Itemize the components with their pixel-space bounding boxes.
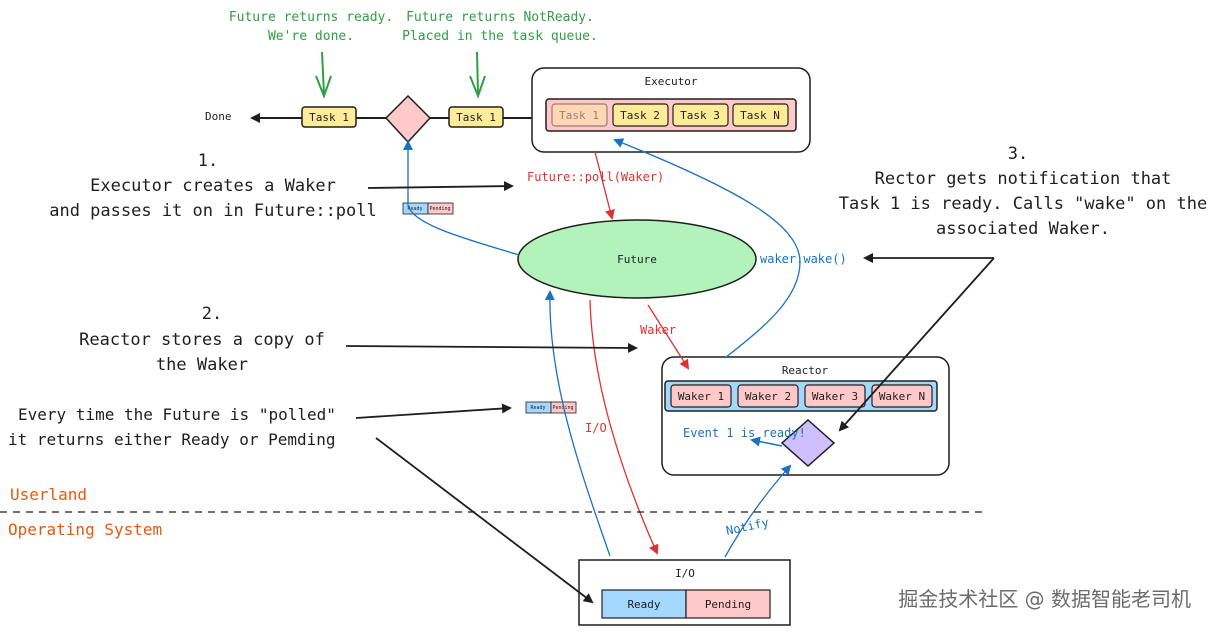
mini-poll-chip-bottom: Ready Pending <box>525 401 577 414</box>
reactor-title: Reactor <box>782 364 829 377</box>
done-label: Done <box>205 110 232 123</box>
svg-text:Waker 3: Waker 3 <box>812 390 858 403</box>
svg-text:Executor creates a Waker: Executor creates a Waker <box>90 176 336 196</box>
userland-label: Userland <box>10 485 87 504</box>
watermark: 掘金技术社区 @ 数据智能老司机 <box>898 587 1191 611</box>
waker-store-arrow <box>647 304 690 370</box>
io-title: I/O <box>675 567 695 580</box>
step-1-note: 1. Executor creates a Waker and passes i… <box>49 151 514 221</box>
io-box: I/O Ready Pending <box>578 559 791 626</box>
poll-arrow <box>594 151 615 220</box>
svg-text:Waker 1: Waker 1 <box>678 390 724 403</box>
executor-task-3: Task 3 <box>672 103 729 127</box>
svg-text:Every time the Future is "poll: Every time the Future is "polled" <box>18 405 336 424</box>
svg-text:and passes it on in Future::po: and passes it on in Future::poll <box>49 201 377 221</box>
annotation-line: Future returns ready. <box>229 10 393 25</box>
io-pending-cell <box>685 589 771 619</box>
waker-list-bar <box>664 380 938 412</box>
svg-text:Rector gets notification that: Rector gets notification that <box>875 169 1172 189</box>
executor-task-n: Task N <box>732 103 789 127</box>
reactor-waker-n: Waker N <box>871 384 933 408</box>
svg-text:Reactor stores a copy of: Reactor stores a copy of <box>79 330 325 350</box>
svg-text:Ready: Ready <box>530 405 545 411</box>
wake-label: waker.wake() <box>760 252 847 266</box>
svg-text:associated Waker.: associated Waker. <box>936 219 1110 239</box>
notify-arrow <box>724 464 792 558</box>
step-2-note: 2. Reactor stores a copy of the Waker <box>79 304 638 375</box>
reactor-waker-2: Waker 2 <box>737 384 799 408</box>
executor-box: Executor Task 1 Task 2 Task 3 Task N <box>531 67 811 153</box>
io-ready-cell <box>601 589 687 619</box>
green-arrow-shaft <box>321 51 325 95</box>
svg-text:Task 3: Task 3 <box>680 109 720 122</box>
task-label: Task 1 <box>456 111 496 124</box>
svg-text:2.: 2. <box>202 304 222 324</box>
svg-text:Task N: Task N <box>740 109 780 122</box>
io-request-arrow <box>589 299 659 555</box>
pipeline-task-done: Task 1 <box>301 106 357 128</box>
svg-text:Task 1 is ready. Calls "wake": Task 1 is ready. Calls "wake" on the <box>839 194 1207 214</box>
svg-text:Task 1: Task 1 <box>559 109 599 122</box>
svg-text:Pending: Pending <box>552 405 573 411</box>
annotation-future-ready: Future returns ready. We're done. <box>229 10 393 99</box>
poll-note: Every time the Future is "polled" it ret… <box>8 403 594 604</box>
annotation-line: Future returns NotReady. <box>406 10 594 25</box>
executor-title: Executor <box>645 75 698 88</box>
step-3-note: 3. Rector gets notification that Task 1 … <box>838 144 1207 432</box>
svg-text:the Waker: the Waker <box>156 355 248 375</box>
future-label: Future <box>617 253 657 266</box>
event-arrow <box>750 436 783 447</box>
os-label: Operating System <box>8 520 162 539</box>
event-label: Event 1 is ready! <box>683 426 806 440</box>
svg-text:it returns either Ready or Pem: it returns either Ready or Pemding <box>8 430 336 449</box>
reactor-waker-1: Waker 1 <box>670 384 732 408</box>
io-edge-label: I/O <box>585 421 607 435</box>
executor-task-2: Task 2 <box>612 103 669 127</box>
annotation-line: Placed in the task queue. <box>402 29 598 44</box>
poll-label: Future::poll(Waker) <box>527 170 664 184</box>
green-arrow-head <box>315 75 332 99</box>
pipeline-task-queue: Task 1 <box>448 106 504 128</box>
wake-arrow <box>613 138 801 359</box>
svg-text:Waker N: Waker N <box>879 390 925 403</box>
event-diamond <box>780 418 836 468</box>
io-ready-label: Ready <box>627 598 660 611</box>
svg-text:Waker 2: Waker 2 <box>745 390 791 403</box>
green-arrow-head <box>469 75 486 99</box>
mini-poll-chip-top: Ready Pending <box>402 202 454 215</box>
future-to-decision-arrow <box>403 140 520 256</box>
io-result-arrow <box>544 290 611 557</box>
svg-text:1.: 1. <box>198 151 218 171</box>
svg-text:Pending: Pending <box>429 206 450 212</box>
annotation-future-notready: Future returns NotReady. Placed in the t… <box>402 10 598 99</box>
green-arrow-shaft <box>476 51 479 95</box>
task-label: Task 1 <box>309 111 349 124</box>
waker-label: Waker <box>640 323 676 337</box>
reactor-waker-3: Waker 3 <box>804 384 866 408</box>
future-node: Future <box>517 219 757 299</box>
reactor-box: Reactor Waker 1 Waker 2 Waker 3 Waker N … <box>661 356 950 476</box>
svg-text:Task 2: Task 2 <box>620 109 660 122</box>
annotation-line: We're done. <box>268 29 354 44</box>
io-pending-label: Pending <box>705 598 751 611</box>
decision-diamond <box>384 94 432 144</box>
executor-task-1: Task 1 <box>551 103 608 127</box>
svg-text:Ready: Ready <box>407 206 422 212</box>
svg-text:3.: 3. <box>1008 144 1028 164</box>
notify-label: Notify <box>725 515 770 538</box>
